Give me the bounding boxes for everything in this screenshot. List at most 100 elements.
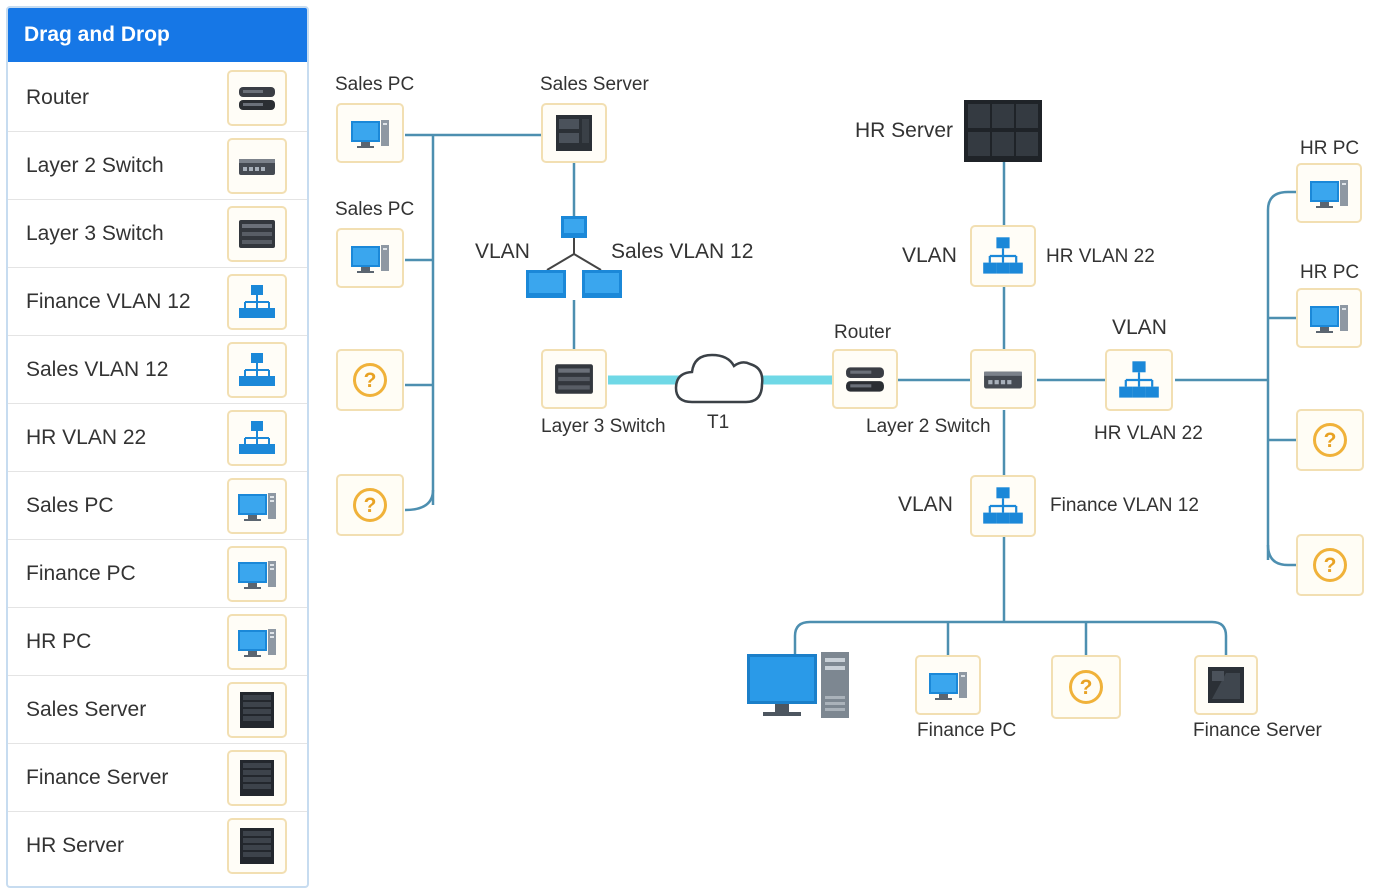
sales-pc-label: Sales PC (335, 199, 415, 220)
palette-item-label: Sales VLAN 12 (26, 358, 169, 381)
palette-item-label: Finance Server (26, 766, 169, 789)
drop-target-finance[interactable]: ? (1051, 655, 1121, 719)
drop-target-sales-4[interactable]: ? (336, 474, 404, 536)
t1-label: T1 (707, 412, 730, 433)
question-icon: ? (1069, 670, 1103, 704)
sales-server-node (541, 103, 607, 163)
vlan-label: VLAN (902, 244, 957, 267)
layer2-switch-label: Layer 2 Switch (866, 416, 991, 437)
drag-and-drop-panel: Drag and Drop Router Layer 2 Switch Laye… (6, 6, 309, 888)
layer3-switch-icon (227, 206, 287, 262)
sales-pc-node (336, 228, 404, 288)
palette-item-hr-pc[interactable]: HR PC (8, 608, 307, 676)
vlan-icon (983, 487, 1023, 524)
layer2-switch-icon (227, 138, 287, 194)
question-icon: ? (353, 363, 387, 397)
server-icon (227, 818, 287, 874)
router-icon (846, 367, 884, 392)
pc-icon (1310, 305, 1348, 333)
pc-icon (227, 478, 287, 534)
finance-server-label: Finance Server (1193, 720, 1322, 741)
palette-item-layer3-switch[interactable]: Layer 3 Switch (8, 200, 307, 268)
sales-server-label: Sales Server (540, 74, 649, 95)
sales-pc-label: Sales PC (335, 74, 415, 95)
layer2-switch-node (970, 349, 1036, 409)
drop-target-sales-3[interactable]: ? (336, 349, 404, 411)
vlan-icon (227, 410, 287, 466)
palette-item-hr-server[interactable]: HR Server (8, 812, 307, 880)
layer2-switch-icon (984, 371, 1022, 389)
palette-item-label: HR VLAN 22 (26, 426, 147, 449)
panel-title: Drag and Drop (8, 8, 307, 62)
question-icon: ? (1313, 423, 1347, 457)
hr-pc-node (1296, 163, 1362, 223)
router-icon (227, 70, 287, 126)
palette-item-label: Sales PC (26, 494, 114, 517)
palette-item-label: Router (26, 86, 90, 109)
server-icon (556, 115, 592, 151)
palette-item-sales-vlan[interactable]: Sales VLAN 12 (8, 336, 307, 404)
hr-pc-label: HR PC (1300, 262, 1360, 283)
vlan-icon (983, 237, 1023, 274)
palette-item-finance-server[interactable]: Finance Server (8, 744, 307, 812)
drop-target-hr-3[interactable]: ? (1296, 409, 1364, 471)
pc-icon (227, 546, 287, 602)
palette-item-layer2-switch[interactable]: Layer 2 Switch (8, 132, 307, 200)
pc-icon (227, 614, 287, 670)
layer3-switch-icon (555, 364, 593, 394)
cloud-icon (674, 353, 764, 404)
finance-pc-node (915, 655, 981, 715)
palette-item-label: Finance PC (26, 562, 136, 585)
finance-vlan-node (970, 475, 1036, 537)
sales-vlan-label: Sales VLAN 12 (611, 240, 754, 263)
desktop-pc-icon (747, 652, 849, 718)
vlan-label: VLAN (475, 240, 530, 263)
finance-vlan-label: Finance VLAN 12 (1050, 495, 1199, 516)
palette-item-label: Layer 2 Switch (26, 154, 164, 177)
hr-pc-label: HR PC (1300, 138, 1360, 159)
sales-pc-node (336, 103, 404, 163)
palette-item-label: HR Server (26, 834, 125, 857)
palette-item-finance-vlan[interactable]: Finance VLAN 12 (8, 268, 307, 336)
pc-icon (929, 672, 967, 700)
router-node (832, 349, 898, 409)
palette-item-label: Sales Server (26, 698, 147, 721)
hr-pc-node (1296, 288, 1362, 348)
link-line (1266, 190, 1296, 560)
hr-vlan-node (970, 225, 1036, 287)
finance-server-node (1194, 655, 1258, 715)
vlan-label: VLAN (898, 493, 953, 516)
server-icon (1208, 667, 1244, 703)
hr-vlan-node (1105, 349, 1173, 411)
hr-vlan-label: HR VLAN 22 (1094, 423, 1203, 444)
pc-icon (1310, 180, 1348, 208)
layer3-switch-label: Layer 3 Switch (541, 416, 666, 437)
finance-pc-label: Finance PC (917, 720, 1017, 741)
link-line (1266, 544, 1296, 567)
palette-item-label: Layer 3 Switch (26, 222, 164, 245)
palette-item-label: Finance VLAN 12 (26, 290, 191, 313)
vlan-icon (1119, 361, 1159, 398)
palette-item-sales-pc[interactable]: Sales PC (8, 472, 307, 540)
palette-item-finance-pc[interactable]: Finance PC (8, 540, 307, 608)
server-icon (227, 682, 287, 738)
link-line (793, 620, 1228, 660)
server-icon (227, 750, 287, 806)
pc-icon (351, 245, 389, 273)
hr-server-icon (964, 100, 1042, 162)
palette-item-hr-vlan[interactable]: HR VLAN 22 (8, 404, 307, 472)
layer3-switch-node (541, 349, 607, 409)
palette-item-router[interactable]: Router (8, 64, 307, 132)
drop-target-hr-4[interactable]: ? (1296, 534, 1364, 596)
vlan-icon (227, 342, 287, 398)
sales-vlan-icon (526, 216, 622, 298)
question-icon: ? (353, 488, 387, 522)
question-icon: ? (1313, 548, 1347, 582)
pc-icon (351, 120, 389, 148)
router-label: Router (834, 322, 892, 343)
vlan-icon (227, 274, 287, 330)
palette-item-sales-server[interactable]: Sales Server (8, 676, 307, 744)
hr-vlan-label: HR VLAN 22 (1046, 246, 1155, 267)
vlan-label: VLAN (1112, 316, 1167, 339)
